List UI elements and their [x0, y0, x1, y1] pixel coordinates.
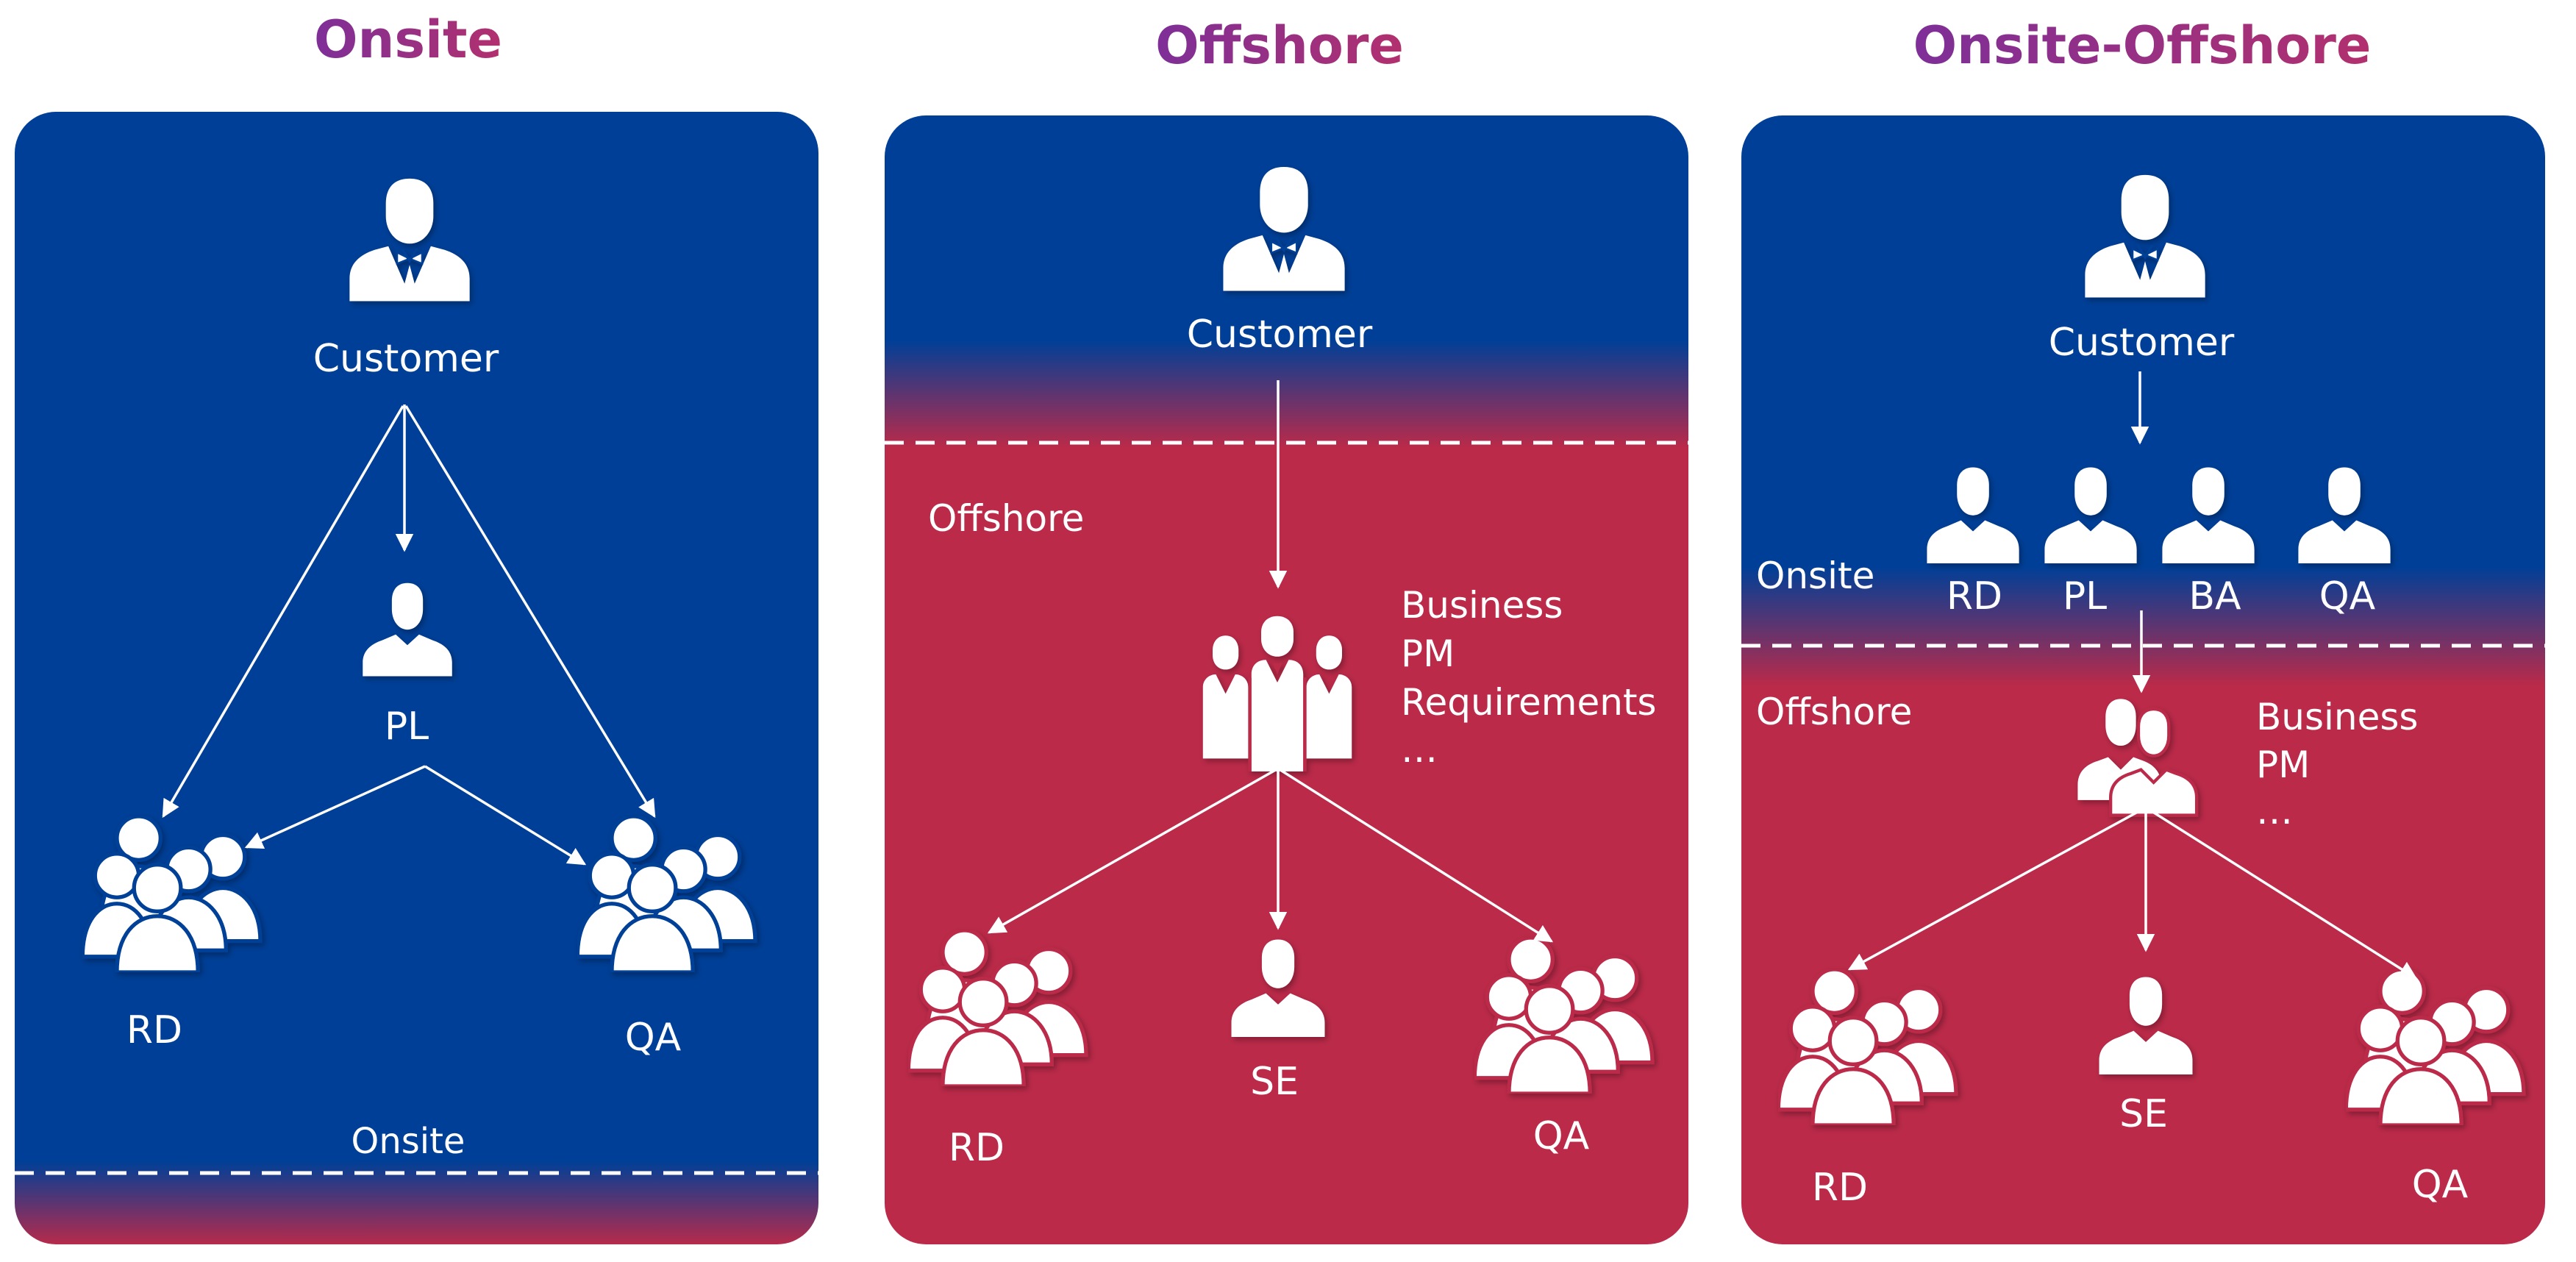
arrow-customer-to-rd	[162, 405, 404, 819]
customer-label: Customer	[313, 337, 499, 381]
qa-onsite-label: QA	[2319, 574, 2376, 618]
rd-onsite-label: RD	[1947, 574, 2002, 618]
customer-label: Customer	[1187, 313, 1373, 357]
zone-label-offshore: Offshore	[1756, 691, 1912, 733]
team-role-business: Business	[1401, 584, 1563, 627]
pair-role-pm: PM	[2256, 744, 2310, 786]
pl-label: PL	[2063, 574, 2107, 618]
se-label: SE	[2119, 1092, 2168, 1136]
qa-label: QA	[625, 1016, 682, 1060]
panel-title-onsite-offshore: Onsite-Offshore	[1913, 15, 2372, 76]
pl-label: PL	[385, 705, 429, 749]
team-icon	[1202, 616, 1352, 771]
panel-offshore: Customer Offshore Business PM Requiremen…	[885, 115, 1688, 1244]
arrow-pl-to-qa	[424, 765, 587, 866]
zone-label-offshore: Offshore	[928, 497, 1084, 540]
qa-label: QA	[1533, 1114, 1590, 1158]
arrow-pair-to-rd	[1847, 806, 2147, 971]
arrow-pair-to-qa	[2145, 806, 2418, 980]
ba-label: BA	[2188, 574, 2241, 618]
zone-label-onsite: Onsite	[352, 1121, 465, 1162]
panel-title-offshore: Offshore	[1155, 15, 1404, 76]
arrow-customer-to-qa	[404, 405, 656, 819]
team-role-more: …	[1401, 728, 1438, 771]
team-roles-list: Business PM Requirements …	[1401, 584, 1657, 771]
rd-label: RD	[1812, 1166, 1868, 1210]
rd-label: RD	[126, 1008, 182, 1052]
pair-roles-list: Business PM …	[2256, 696, 2418, 833]
se-label: SE	[1250, 1060, 1299, 1104]
connector-arrows	[1847, 371, 2418, 980]
panel-onsite: Customer PL RD QA Onsite	[15, 112, 818, 1244]
team-role-pm: PM	[1401, 632, 1455, 675]
connector-arrows	[162, 404, 656, 866]
arrow-pl-to-rd	[244, 765, 426, 849]
pair-role-business: Business	[2256, 696, 2418, 738]
rd-label: RD	[949, 1126, 1005, 1170]
customer-label: Customer	[2049, 321, 2235, 365]
qa-label: QA	[2412, 1163, 2469, 1207]
arrow-team-to-rd	[987, 767, 1279, 934]
panel-title-onsite: Onsite	[314, 10, 502, 70]
pair-role-more: …	[2256, 790, 2293, 833]
zone-label-onsite: Onsite	[1756, 555, 1874, 597]
arrow-team-to-qa	[1277, 767, 1554, 943]
panel-onsite-offshore: Customer RD PL BA QA Onsite Offshore Bus…	[1741, 115, 2545, 1244]
connector-arrows	[987, 380, 1554, 943]
team-role-requirements: Requirements	[1401, 681, 1657, 724]
